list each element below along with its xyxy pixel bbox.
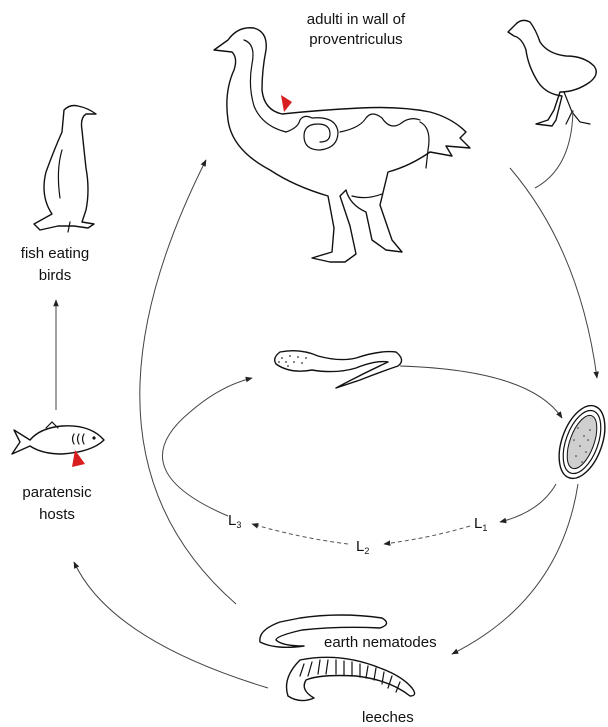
- l1-label: L1: [474, 515, 487, 533]
- adults-label-line2: proventriculus: [309, 31, 402, 48]
- earth-nematodes-label: earth nematodes: [324, 634, 437, 651]
- egg-icon: [550, 399, 608, 484]
- fish-birds-label-line1: fish eating: [21, 245, 89, 262]
- cormorant-icon: [34, 106, 96, 233]
- moorhen-icon: [508, 20, 596, 188]
- leech-icon: [287, 657, 415, 700]
- paratenic-label-line1: paratensic: [22, 484, 92, 501]
- leeches-label: leeches: [362, 709, 414, 726]
- red-marker-icon: [281, 95, 292, 112]
- paratenic-label-line2: hosts: [39, 506, 75, 523]
- fish-birds-label-line2: birds: [39, 267, 72, 284]
- adults-label-line1: adulti in wall of: [307, 11, 406, 28]
- l3-label: L3: [228, 512, 241, 530]
- fish-icon: [12, 422, 104, 467]
- larva-icon: [275, 351, 402, 388]
- swan-host-icon: [214, 28, 470, 262]
- l2-label: L2: [356, 538, 369, 556]
